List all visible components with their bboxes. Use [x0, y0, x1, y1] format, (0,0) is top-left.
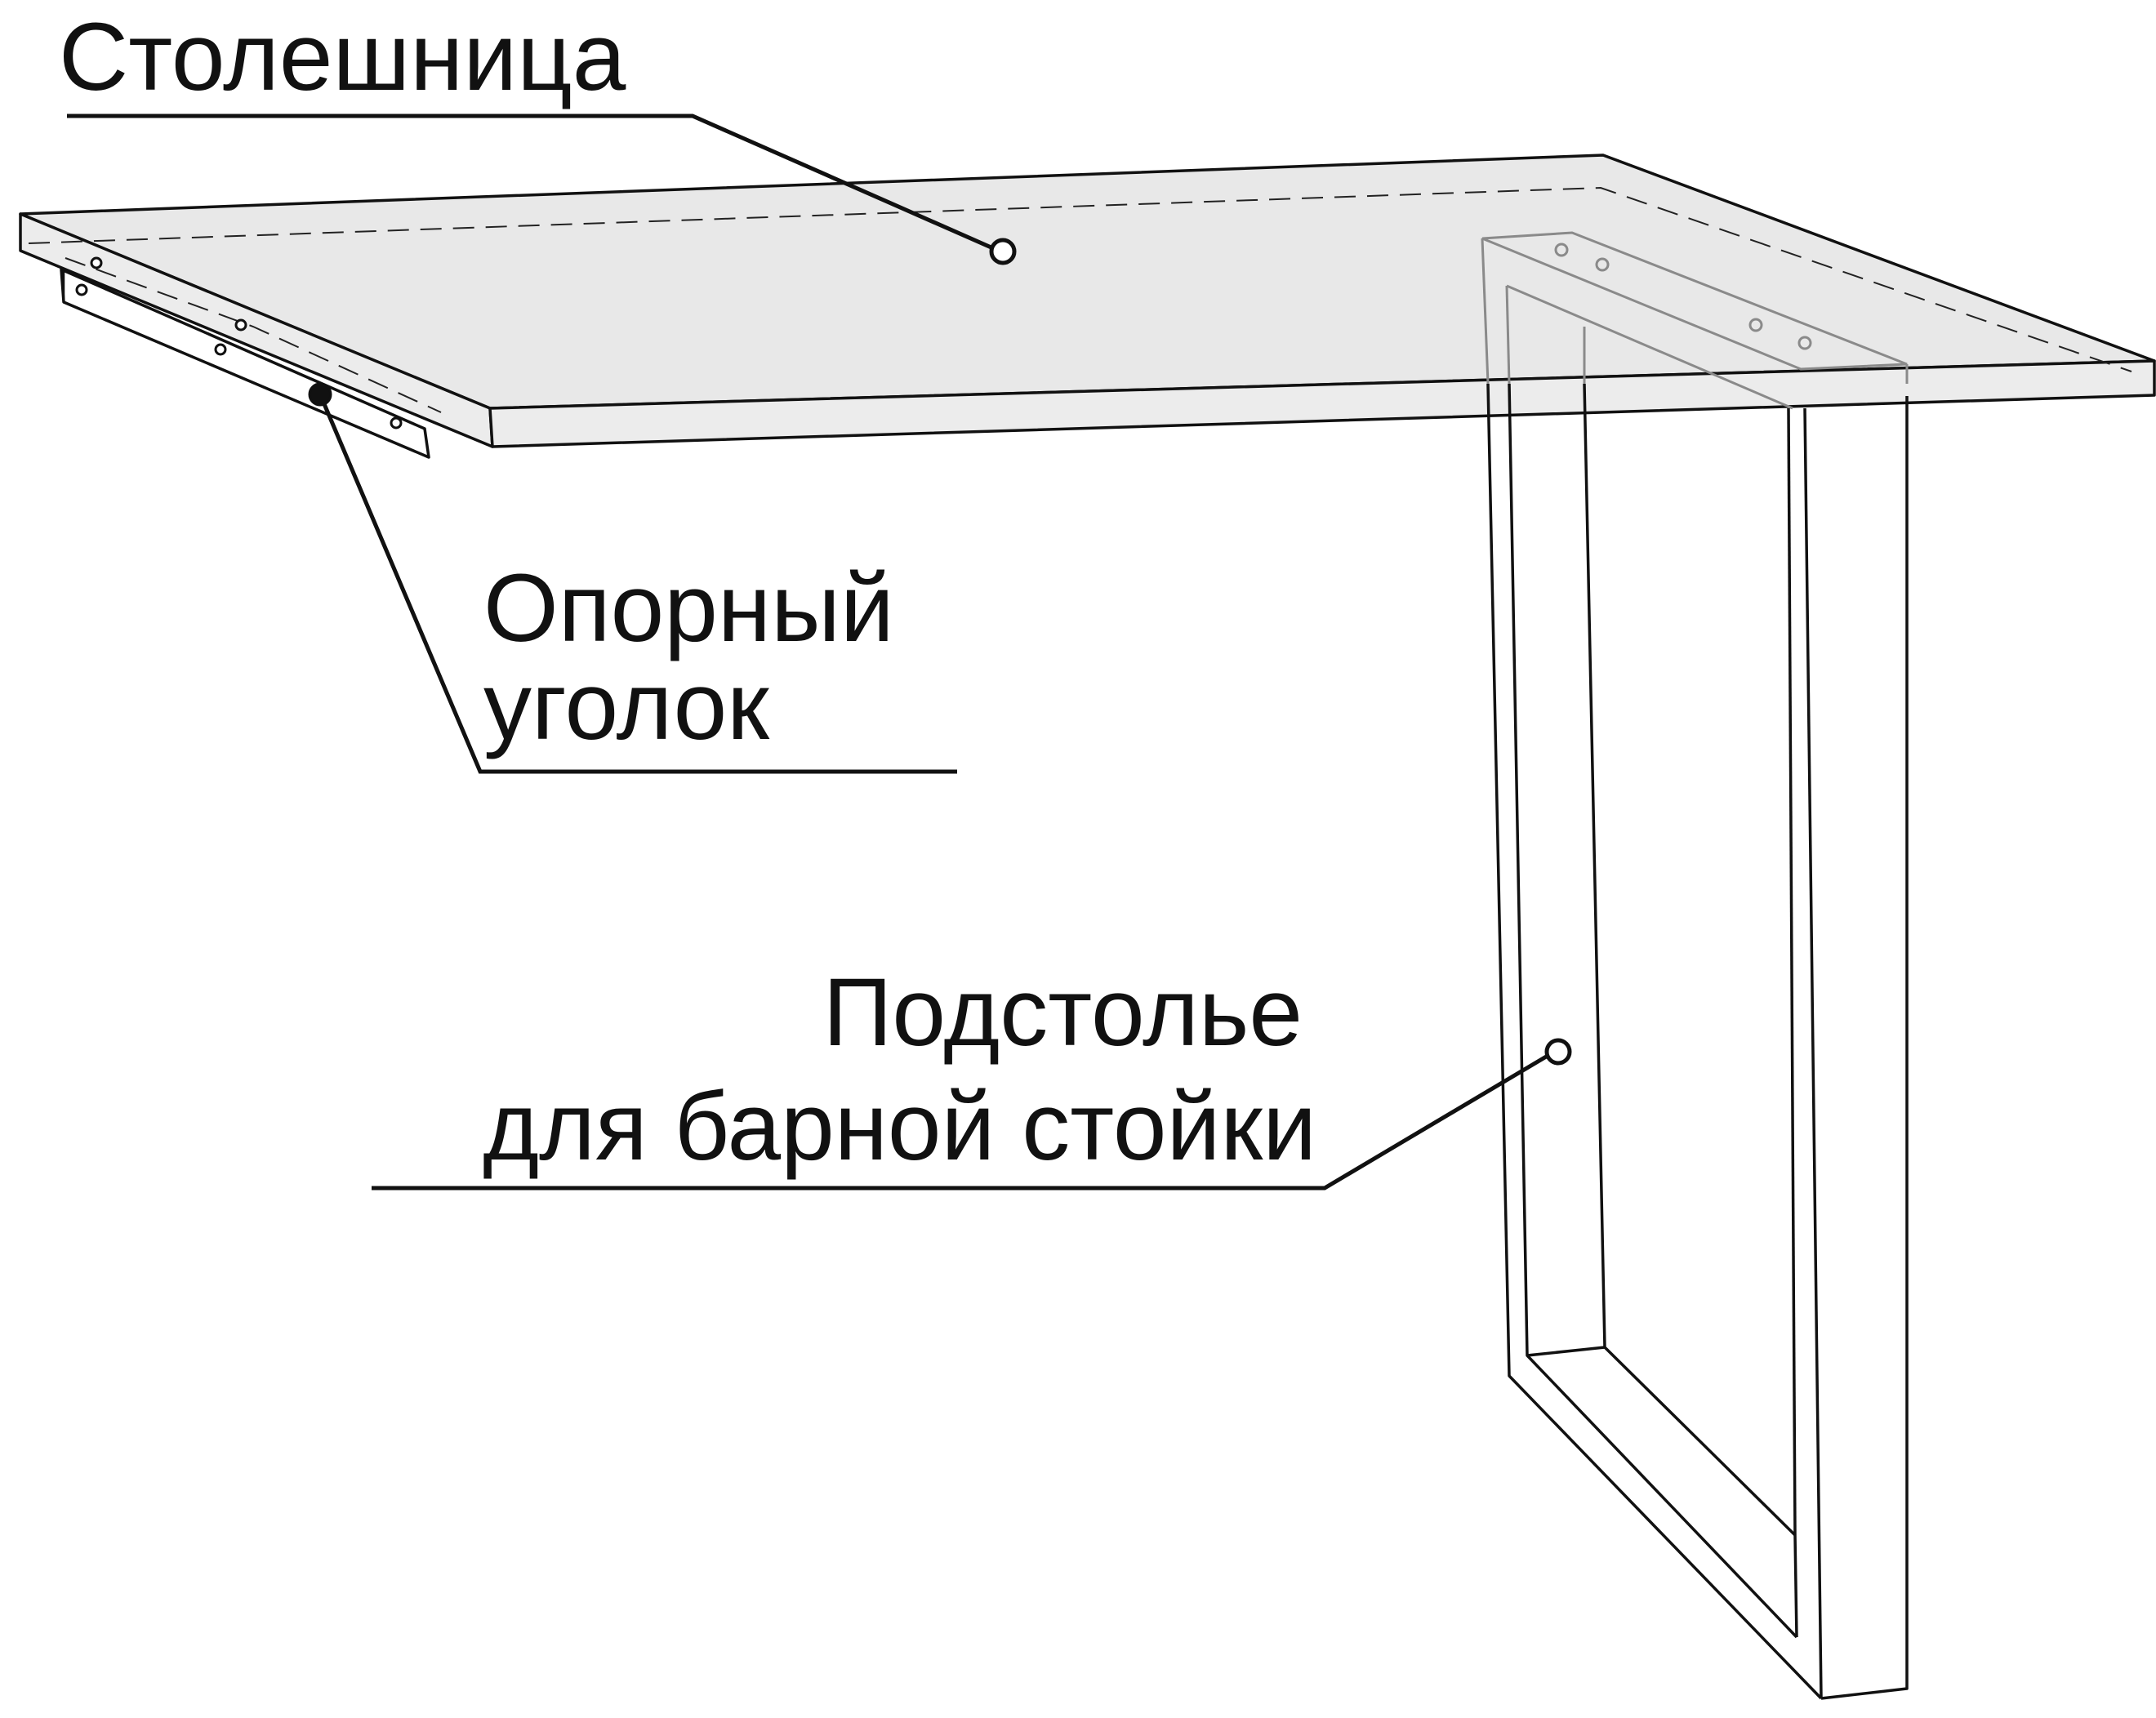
support-angle-hole — [90, 256, 103, 269]
support-angle-hole — [214, 343, 227, 356]
leader-tabletop — [67, 113, 1002, 254]
label-support-angle-line1: Опорный — [483, 554, 894, 662]
support-angle-hole — [234, 318, 247, 332]
base-outer-front — [1820, 396, 1909, 1700]
label-base-line2: для барной стойки — [483, 1073, 1316, 1181]
label-base-group: Подстолье для барной стойки — [372, 959, 1572, 1191]
leader-support-angle — [318, 394, 957, 774]
label-tabletop: Столешница — [59, 3, 626, 111]
leader-tabletop-marker — [989, 238, 1017, 265]
bar-base — [1481, 231, 1909, 1700]
leader-support-angle-marker — [308, 382, 332, 407]
label-tabletop-group: Столешница — [59, 3, 1017, 265]
label-support-angle-group: Опорный уголок — [308, 382, 957, 774]
base-inner-left-leg — [1508, 383, 1798, 1639]
tabletop — [19, 154, 2156, 448]
support-angle — [60, 256, 442, 459]
label-support-angle-line2: уголок — [483, 652, 770, 760]
support-angle-hole — [390, 416, 403, 430]
tabletop-hidden-edge — [28, 186, 2132, 372]
label-base-line1: Подстолье — [823, 959, 1303, 1066]
base-outer-left-leg — [1486, 383, 1823, 1700]
leader-base-marker — [1544, 1038, 1572, 1066]
support-angle-hole — [75, 283, 88, 296]
tabletop-front-edge — [488, 359, 2156, 448]
leader-base — [372, 1051, 1553, 1191]
